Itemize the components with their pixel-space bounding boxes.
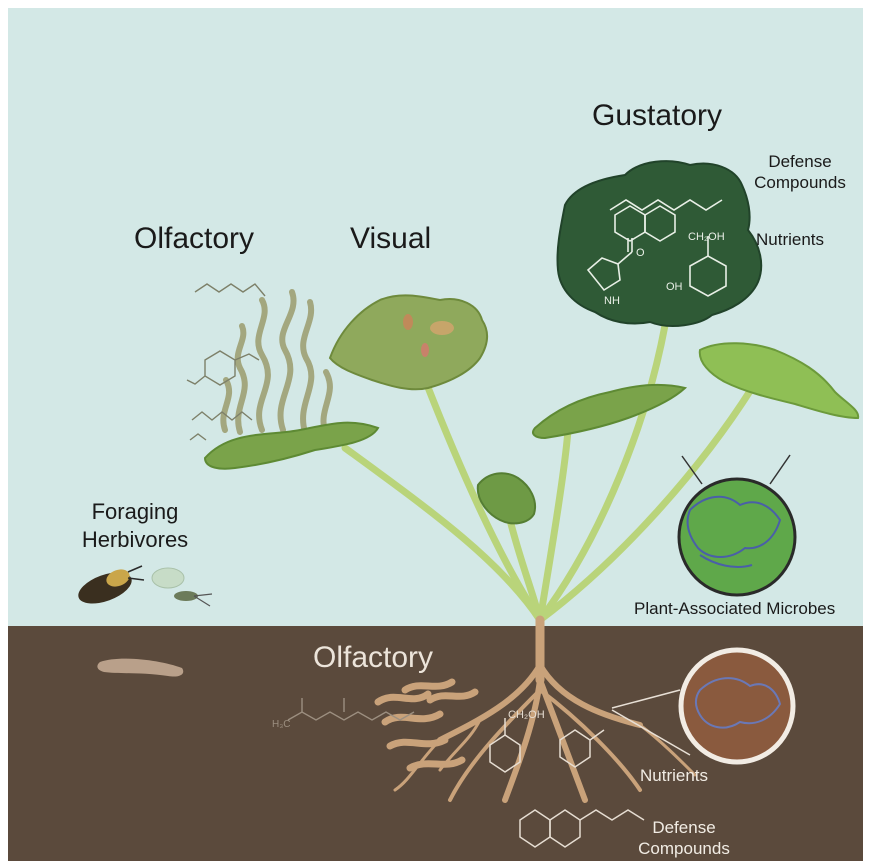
label-defense-above-line2: Compounds: [752, 172, 848, 193]
chem-nh-leaf: NH: [604, 295, 620, 307]
chem-ch2oh-leaf: CH₂OH: [688, 231, 725, 243]
leaf-damage-spot: [430, 321, 454, 335]
chem-ch2oh-root: CH₂OH: [508, 709, 545, 721]
label-plant-associated-microbes: Plant-Associated Microbes: [634, 598, 835, 619]
label-visual: Visual: [350, 222, 431, 256]
label-foraging-line1: Foraging: [80, 498, 190, 526]
label-olfactory-above: Olfactory: [134, 222, 254, 256]
chem-h3c-root: H₃C: [272, 719, 291, 730]
label-foraging-line2: Herbivores: [80, 526, 190, 554]
chem-o-leaf: O: [636, 247, 645, 259]
label-nutrients-above: Nutrients: [756, 229, 824, 250]
leaf-damage-spot: [421, 343, 429, 357]
label-defense-above-line1: Defense: [752, 151, 848, 172]
leaf-damage-spot: [403, 314, 413, 330]
label-olfactory-below: Olfactory: [313, 641, 433, 675]
label-gustatory: Gustatory: [592, 99, 722, 133]
label-defense-compounds-below: Defense Compounds: [636, 817, 732, 859]
label-foraging-herbivores: Foraging Herbivores: [80, 498, 190, 554]
label-defense-below-line2: Compounds: [636, 838, 732, 859]
label-defense-compounds-above: Defense Compounds: [752, 151, 848, 193]
label-defense-below-line1: Defense: [636, 817, 732, 838]
label-nutrients-below: Nutrients: [640, 765, 708, 786]
chem-oh-leaf: OH: [666, 281, 683, 293]
leaf-gustatory: [557, 161, 761, 326]
